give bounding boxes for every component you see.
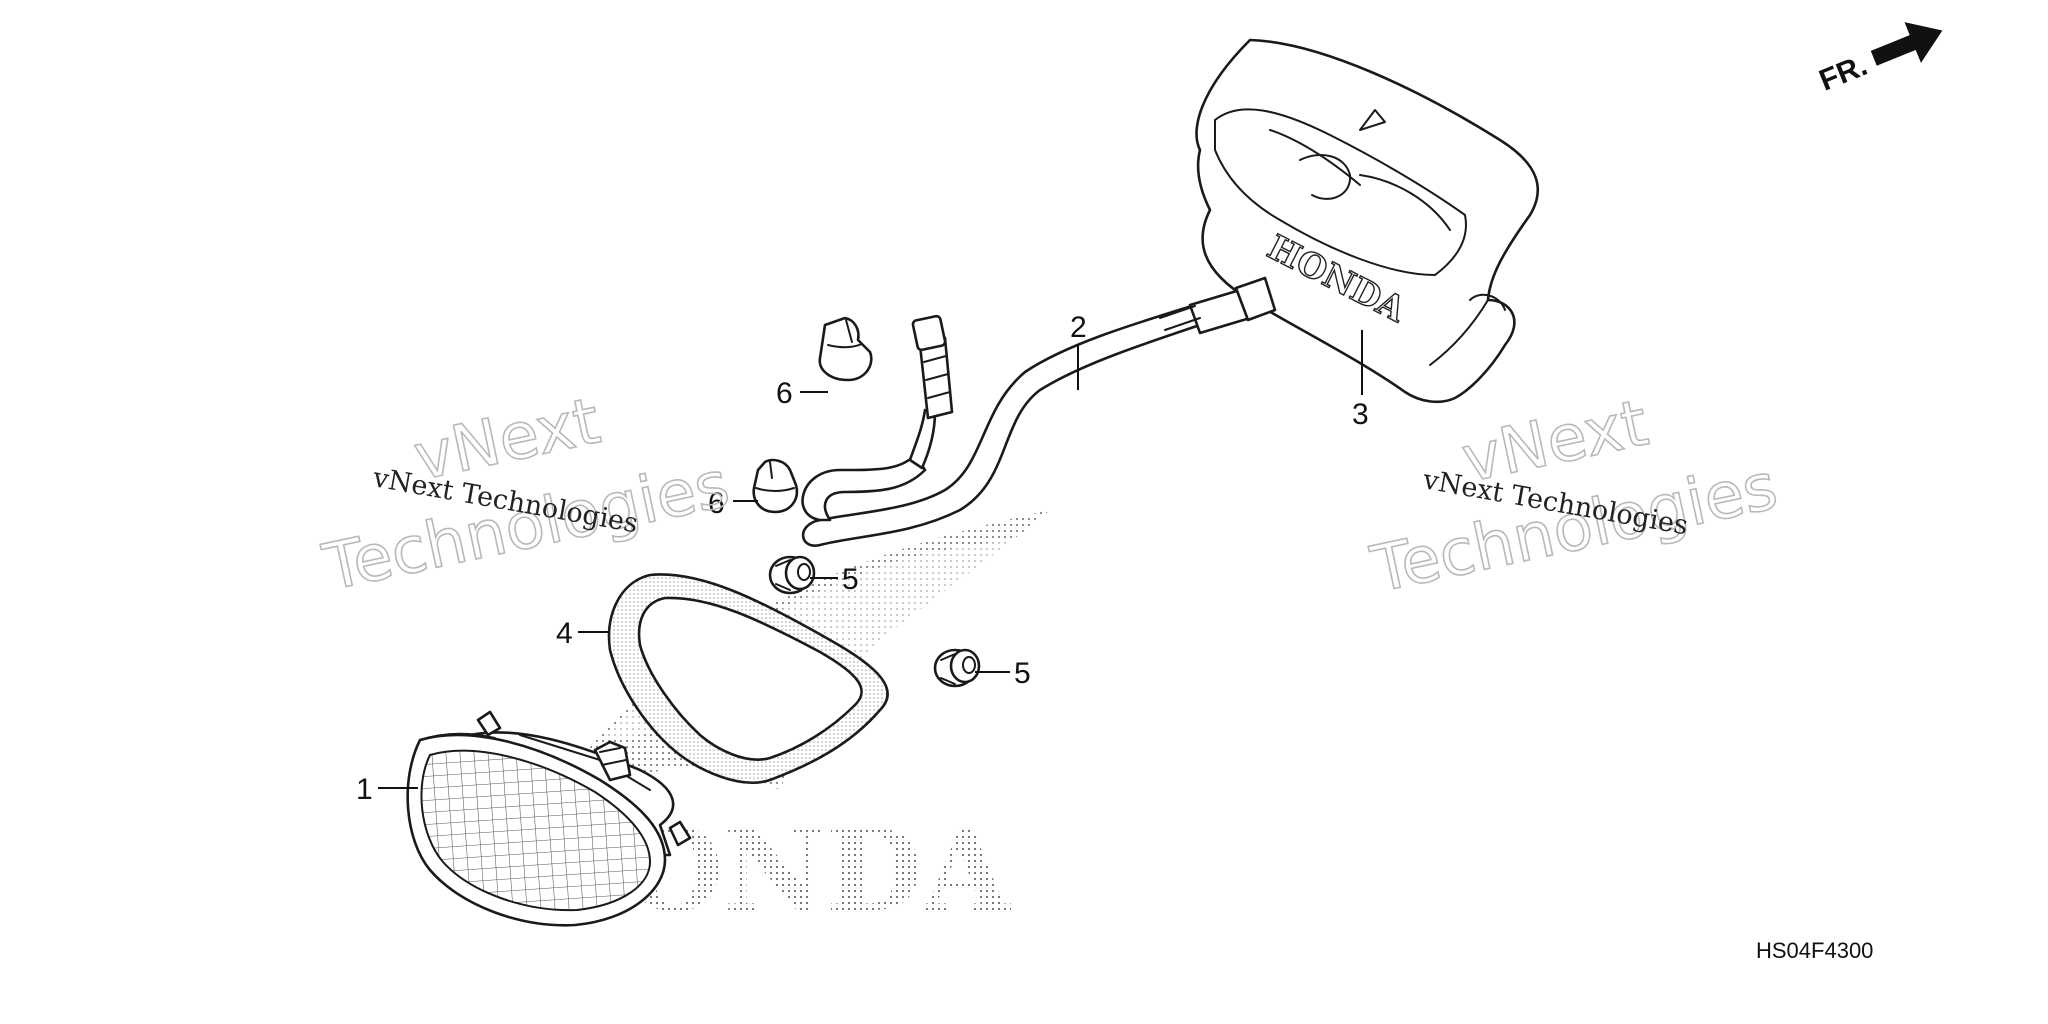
part-clip-lower — [752, 458, 799, 514]
arrow-right-icon — [1870, 22, 1943, 66]
part-clip-upper — [818, 316, 873, 382]
callout-part-5-upper: 5 — [842, 563, 859, 596]
callout-part-4: 4 — [556, 617, 573, 650]
callout-part-2: 2 — [1070, 311, 1087, 344]
part-wire-harness — [801, 276, 1277, 547]
part-lens-gasket — [607, 573, 889, 784]
leader-lines — [378, 330, 1363, 789]
watermark-right: vNext Technologies vNext Technologies — [1364, 386, 1784, 609]
callout-part-3: 3 — [1352, 398, 1369, 431]
part-grommet-lower — [933, 648, 981, 688]
part-grommet-upper — [768, 555, 816, 595]
part-rear-cover: HONDA — [1195, 38, 1540, 404]
callout-part-6-upper: 6 — [776, 377, 793, 410]
diagram-code: HS04F4300 — [1756, 938, 1873, 963]
direction-label: FR. — [1815, 49, 1872, 98]
watermark-left: vNext Technologies vNext Technologies — [316, 384, 736, 607]
callout-part-6-lower: 6 — [708, 487, 725, 520]
front-direction-indicator: FR. — [1815, 22, 1943, 98]
callout-part-1: 1 — [356, 773, 373, 806]
part-taillight — [406, 710, 692, 927]
callout-part-5-lower: 5 — [1014, 657, 1031, 690]
callout-numbers: 1 2 3 4 5 5 6 6 — [356, 311, 1369, 806]
